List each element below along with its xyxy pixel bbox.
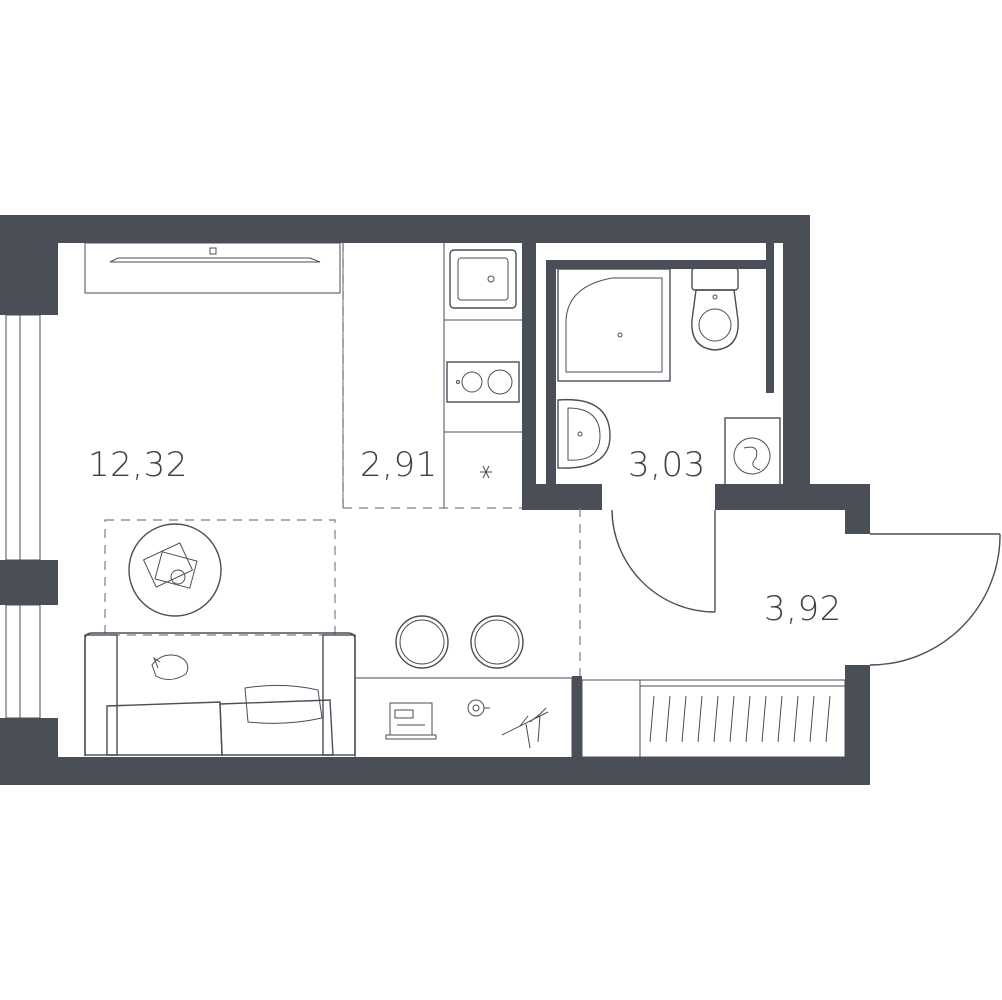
hanger-line xyxy=(745,695,751,743)
bar-counter xyxy=(354,677,573,759)
round-table-icon xyxy=(128,523,222,617)
top-wall xyxy=(0,215,810,243)
hanger-line xyxy=(809,695,815,743)
cup-icon xyxy=(467,699,490,717)
hanger-line xyxy=(681,695,687,743)
plant-icon xyxy=(501,707,549,749)
walls xyxy=(0,215,870,785)
wardrobe-icon xyxy=(581,679,846,758)
kitchen-area-label: 2,91 xyxy=(360,445,438,485)
hanger-line xyxy=(825,695,831,743)
hanger-line xyxy=(793,695,799,743)
cushion-icon xyxy=(244,684,323,724)
washbasin-icon xyxy=(557,398,611,469)
hanger-line xyxy=(713,695,719,743)
bathroom-area-label: 3,03 xyxy=(628,445,706,485)
right-wall-lower xyxy=(845,665,870,785)
tv-unit-icon xyxy=(84,242,341,294)
hanger-line xyxy=(697,695,703,743)
hanger-line xyxy=(777,695,783,743)
bath-bottom-wall-left xyxy=(522,484,602,510)
kitchen-counter xyxy=(443,243,522,508)
toilet-icon xyxy=(691,267,739,351)
fridge-icon xyxy=(480,465,492,479)
living-room-area-label: 12,32 xyxy=(88,445,188,485)
sink-icon xyxy=(449,249,517,309)
right-wall-jamb-top xyxy=(845,484,870,534)
dining-zone-outline xyxy=(104,519,336,636)
hanger-line xyxy=(649,695,655,743)
bath-inner-top xyxy=(546,260,772,269)
hanger-line xyxy=(729,695,735,743)
cat-icon xyxy=(151,654,189,680)
bottom-wall xyxy=(0,757,870,785)
door-icon xyxy=(611,509,1001,666)
hanger-line xyxy=(665,695,671,743)
hallway-area-label: 3,92 xyxy=(764,589,842,629)
cooktop-icon xyxy=(446,361,520,403)
left-wall-upper xyxy=(0,215,58,315)
bath-inner-right xyxy=(766,243,774,393)
partition-bottom xyxy=(572,676,582,761)
shower-icon xyxy=(557,268,671,382)
partition-kitchen-bath xyxy=(522,243,536,497)
laptop-icon xyxy=(385,702,437,740)
window-icon xyxy=(5,314,41,719)
bath-inner-left xyxy=(546,260,556,500)
hanger-line xyxy=(761,695,767,743)
left-wall-middle xyxy=(0,560,58,605)
right-wall-upper xyxy=(783,215,810,510)
washing-machine-icon xyxy=(724,417,781,487)
bar-stool-icon xyxy=(395,615,524,669)
sofa-icon xyxy=(84,632,356,756)
bath-bottom-wall-right xyxy=(715,484,785,510)
